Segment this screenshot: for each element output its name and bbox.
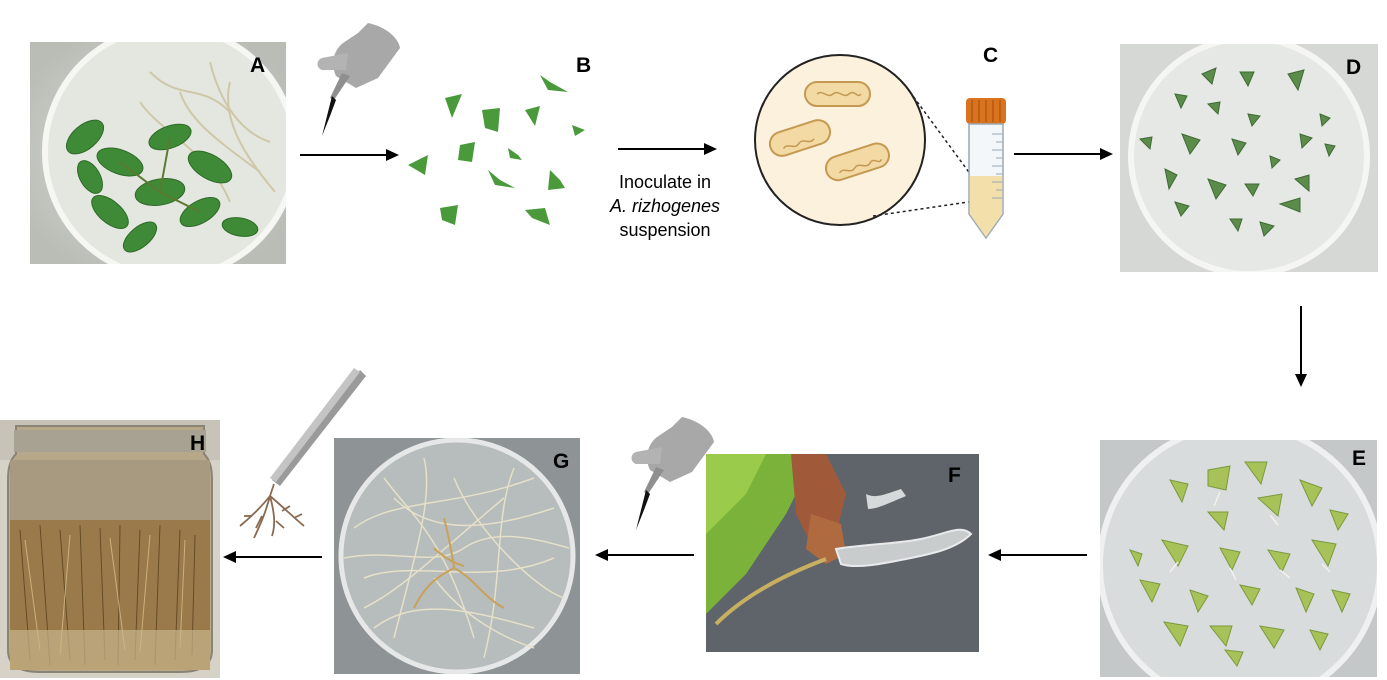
inoculation-caption: Inoculate in A. rizhogenes suspension [585, 170, 745, 242]
arrow-b-to-c [618, 142, 718, 156]
panel-g-image [334, 438, 580, 674]
panel-h-image [0, 420, 220, 678]
panel-label-c: C [983, 44, 999, 67]
leaf-fragment-icon [400, 70, 595, 230]
scalpel-hand-icon [308, 18, 403, 138]
caption-line-2: A. rizhogenes [609, 196, 721, 216]
panel-f-image [706, 454, 979, 652]
panel-e-image [1100, 440, 1377, 677]
falcon-tube-icon [962, 96, 1012, 241]
panel-a-image [30, 42, 286, 264]
panel-label-d: D [1346, 56, 1362, 79]
panel-label-g: G [553, 450, 570, 473]
arrow-e-to-f [987, 548, 1087, 562]
arrow-c-to-d [1014, 147, 1114, 161]
tweezers-icon [232, 366, 367, 541]
caption-line-1: Inoculate in [618, 172, 712, 192]
arrow-f-to-g [594, 548, 694, 562]
panel-label-a: A [250, 54, 266, 77]
arrow-a-to-b [300, 148, 400, 162]
arrow-d-to-e [1293, 306, 1309, 388]
scalpel-hand-icon-2 [622, 412, 717, 532]
arrow-g-to-h [222, 550, 322, 564]
bacteria-icon [745, 40, 1025, 250]
panel-label-f: F [948, 464, 961, 487]
panel-label-b: B [576, 54, 592, 77]
panel-label-h: H [190, 432, 206, 455]
panel-d-image [1120, 44, 1378, 272]
panel-label-e: E [1352, 447, 1367, 470]
caption-line-3: suspension [619, 220, 711, 240]
